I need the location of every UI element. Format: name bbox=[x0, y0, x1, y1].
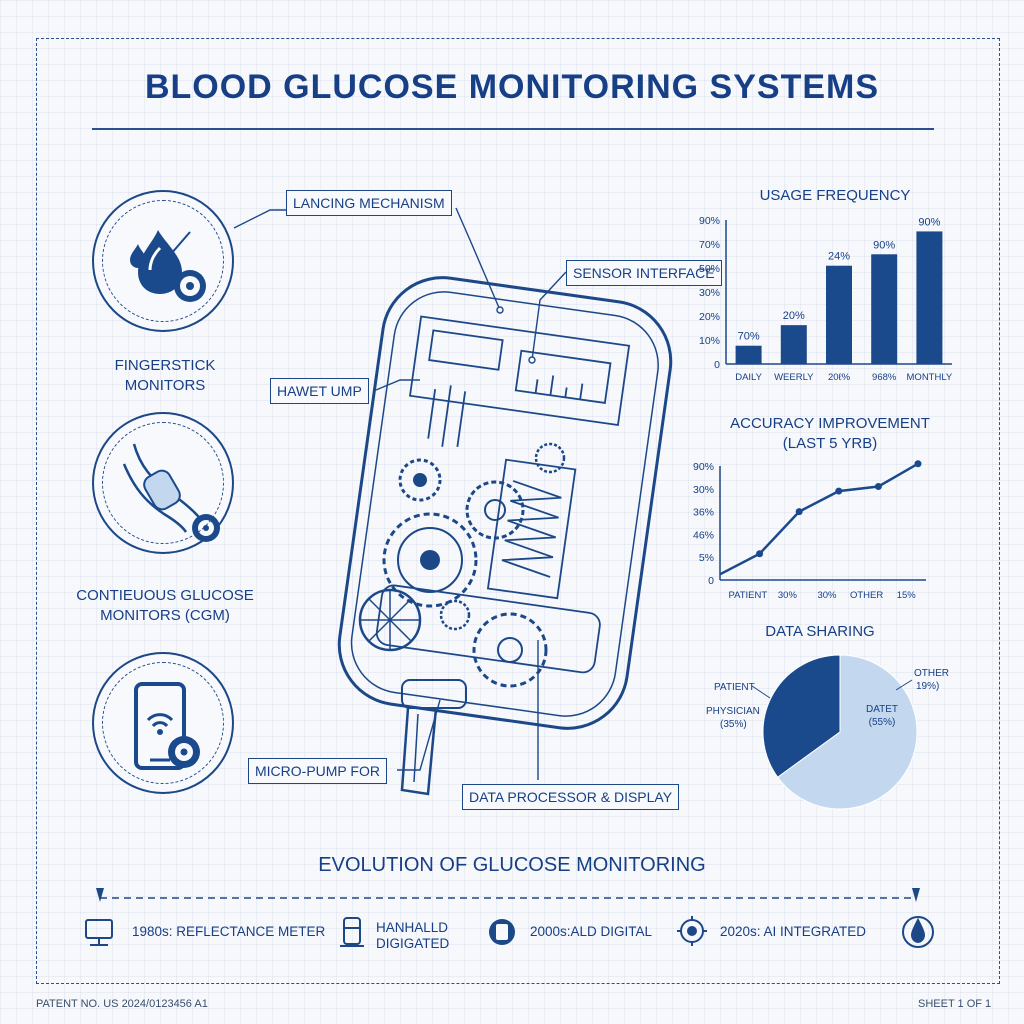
smartphone-circle bbox=[92, 652, 234, 794]
line-x-tick: 15% bbox=[897, 590, 917, 601]
evolution-title: EVOLUTION OF GLUCOSE MONITORING bbox=[318, 854, 706, 876]
harvest-pump-callout: HAWET UMP bbox=[270, 378, 369, 404]
line-point bbox=[914, 460, 922, 468]
bar-x-tick: 968% bbox=[872, 372, 897, 383]
evolution-item-2020s: 2020s: AI INTEGRATED bbox=[720, 924, 867, 939]
bar-y-tick: 30% bbox=[699, 287, 720, 299]
bar-data-label: 70% bbox=[738, 331, 760, 343]
line-point bbox=[795, 508, 803, 516]
bar-y-tick: 0 bbox=[714, 359, 720, 371]
ai-chip-icon bbox=[677, 916, 707, 946]
handheld-icon bbox=[340, 917, 364, 947]
line-y-tick: 90% bbox=[693, 461, 714, 473]
accuracy-series-line bbox=[719, 462, 919, 576]
fingerstick-label: FINGERSTICK MONITORS bbox=[114, 357, 216, 394]
evolution-item-2000s: 2000s:ALD DIGITAL bbox=[530, 924, 653, 939]
evolution-item-1980s: 1980s: REFLECTANCE METER bbox=[132, 924, 326, 939]
bar-data-label: 20% bbox=[783, 310, 805, 322]
line-y-tick: 30% bbox=[693, 484, 714, 496]
pie-label-physician: PHYSICIAN bbox=[706, 706, 760, 717]
fingerstick-circle bbox=[92, 190, 234, 332]
line-point bbox=[835, 487, 843, 495]
line-x-tick: 30% bbox=[817, 590, 837, 601]
timeline-start-marker bbox=[96, 888, 104, 902]
finger-drop-icon bbox=[902, 916, 934, 948]
bar bbox=[871, 254, 898, 364]
line-y-tick: 46% bbox=[693, 529, 714, 541]
line-x-tick: PATIENT bbox=[728, 590, 767, 601]
data-sharing-title: DATA SHARING bbox=[765, 623, 875, 640]
evolution-item-handheld: HANHALLD DIGIGATED bbox=[376, 920, 450, 951]
timeline-end-marker bbox=[912, 888, 920, 902]
micro-pump-callout: MICRO-PUMP FOR bbox=[248, 758, 387, 784]
sensor-interface-callout: SENSOR INTERFACE bbox=[566, 260, 722, 286]
line-y-tick: 36% bbox=[693, 507, 714, 519]
blueprint-frame bbox=[36, 38, 1000, 984]
lancing-mechanism-callout: LANCING MECHANISM bbox=[286, 190, 452, 216]
pie-value-other: 19%) bbox=[916, 681, 939, 692]
data-sharing-pie-chart: PATIENT PHYSICIAN (35%) DATET (55%) OTHER 19%) bbox=[706, 654, 949, 810]
usage-frequency-bar-chart: 0 10% 20% 30% 50% 70% 90% 70% DAILY 20% WEERLY 24% 2… bbox=[699, 215, 953, 383]
bar-data-label: 90% bbox=[873, 239, 895, 251]
cgm-label: CONTIEUOUS GLUCOSE MONITORS (CGM) bbox=[76, 587, 254, 624]
bar-y-tick: 20% bbox=[699, 311, 720, 323]
cgm-circle bbox=[92, 412, 234, 554]
bar-x-tick: 20ℓ% bbox=[828, 372, 851, 383]
bar bbox=[826, 265, 852, 364]
pie-leader bbox=[895, 679, 913, 691]
title-divider bbox=[92, 128, 934, 130]
pie-leader bbox=[751, 685, 771, 699]
bar bbox=[780, 325, 807, 364]
pie-value-physician: (35%) bbox=[720, 719, 747, 730]
line-x-tick: 30% bbox=[778, 590, 798, 601]
digital-meter-icon bbox=[489, 919, 515, 945]
pie-label-datet: DATET bbox=[866, 704, 898, 715]
bar-y-tick: 90% bbox=[699, 215, 720, 227]
pie-label-patient: PATIENT bbox=[714, 682, 755, 693]
page-title: BLOOD GLUCOSE MONITORING SYSTEMS bbox=[144, 68, 880, 106]
line-point bbox=[874, 483, 882, 491]
evolution-timeline bbox=[85, 888, 934, 948]
bar-x-tick: MONTHLY bbox=[907, 372, 953, 383]
pie-label-other: OTHER bbox=[914, 668, 949, 679]
bar bbox=[735, 345, 762, 364]
bar-data-label: 24% bbox=[828, 251, 850, 263]
bar-y-tick: 10% bbox=[699, 335, 720, 347]
sheet-number: SHEET 1 OF 1 bbox=[918, 998, 992, 1010]
line-y-tick: 5% bbox=[699, 552, 714, 564]
bar bbox=[916, 231, 943, 364]
bar-data-label: 90% bbox=[918, 216, 940, 228]
bar-y-tick: 70% bbox=[699, 239, 720, 251]
line-point bbox=[756, 550, 764, 558]
line-y-tick: 0 bbox=[708, 575, 714, 587]
patent-number: PATENT NO. US 2024/0123456 A1 bbox=[36, 998, 208, 1010]
line-x-tick: OTHER bbox=[850, 590, 883, 601]
bar-x-tick: WEERLY bbox=[774, 372, 814, 383]
data-processor-callout: DATA PROCESSOR & DISPLAY bbox=[462, 784, 680, 810]
bar-x-tick: DAILY bbox=[735, 372, 762, 383]
accuracy-chart-title: ACCURACY IMPROVEMENT (LAST 5 YRB) bbox=[730, 415, 930, 452]
monitor-icon bbox=[85, 919, 113, 946]
pie-slice bbox=[762, 654, 841, 778]
usage-chart-title: USAGE FREQUENCY bbox=[759, 187, 911, 204]
bar-y-tick: 50% bbox=[699, 263, 720, 275]
gear-assembly bbox=[358, 442, 566, 688]
pie-slice bbox=[777, 654, 918, 810]
accuracy-line-chart: 0 5% 46% 36% 30% 90% PATIENT 30% 30% OTHER 15% bbox=[693, 460, 926, 601]
pie-value-datet: (55%) bbox=[869, 717, 896, 728]
